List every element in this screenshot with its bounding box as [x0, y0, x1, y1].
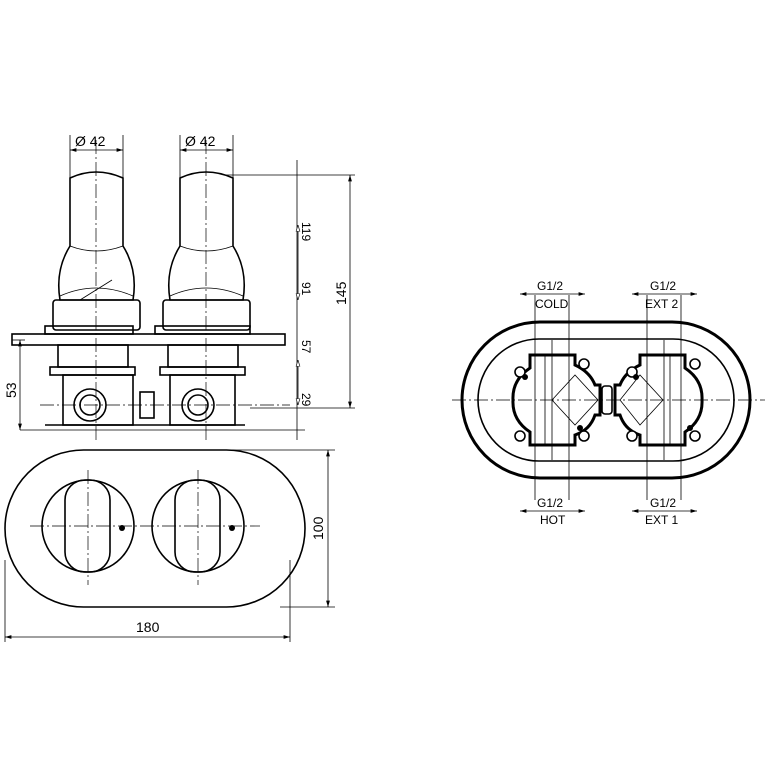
- port-ext2-label: EXT 2: [645, 297, 678, 311]
- port-ext2-thread: G1/2: [650, 279, 676, 293]
- range-upper-min: 91: [299, 282, 313, 296]
- front-width-label: 180: [136, 619, 160, 635]
- cover-plate: [4, 449, 306, 608]
- range-lower-min: 29: [299, 393, 313, 407]
- cartridge-left: [44, 171, 141, 426]
- diameter-right-label: Ø 42: [185, 133, 216, 149]
- valve-body-right: [613, 353, 704, 447]
- port-cold-thread: G1/2: [537, 279, 563, 293]
- port-ext1-thread: G1/2: [650, 496, 676, 510]
- diameter-left-label: Ø 42: [75, 133, 106, 149]
- back-view: G1/2 COLD G1/2 EXT 2 G1/2 HOT G1/2 EXT 1: [452, 279, 765, 527]
- cartridge-right: [154, 171, 251, 426]
- port-ext1-label: EXT 1: [645, 513, 678, 527]
- side-view: Ø 42 Ø 42 145 53 119 91 57 29: [3, 133, 355, 440]
- range-upper-max: 119: [299, 222, 313, 241]
- mounting-plate: [11, 333, 286, 346]
- port-hot-label: HOT: [540, 513, 566, 527]
- height-total-label: 145: [333, 281, 349, 305]
- valve-body-left: [511, 353, 602, 447]
- center-connector: [601, 385, 613, 415]
- port-hot-thread: G1/2: [537, 496, 563, 510]
- front-height-label: 100: [310, 516, 326, 540]
- port-cold-label: COLD: [535, 297, 569, 311]
- height-body-label: 53: [3, 382, 19, 398]
- front-view: 100 180: [4, 449, 335, 642]
- range-lower-max: 57: [299, 340, 313, 354]
